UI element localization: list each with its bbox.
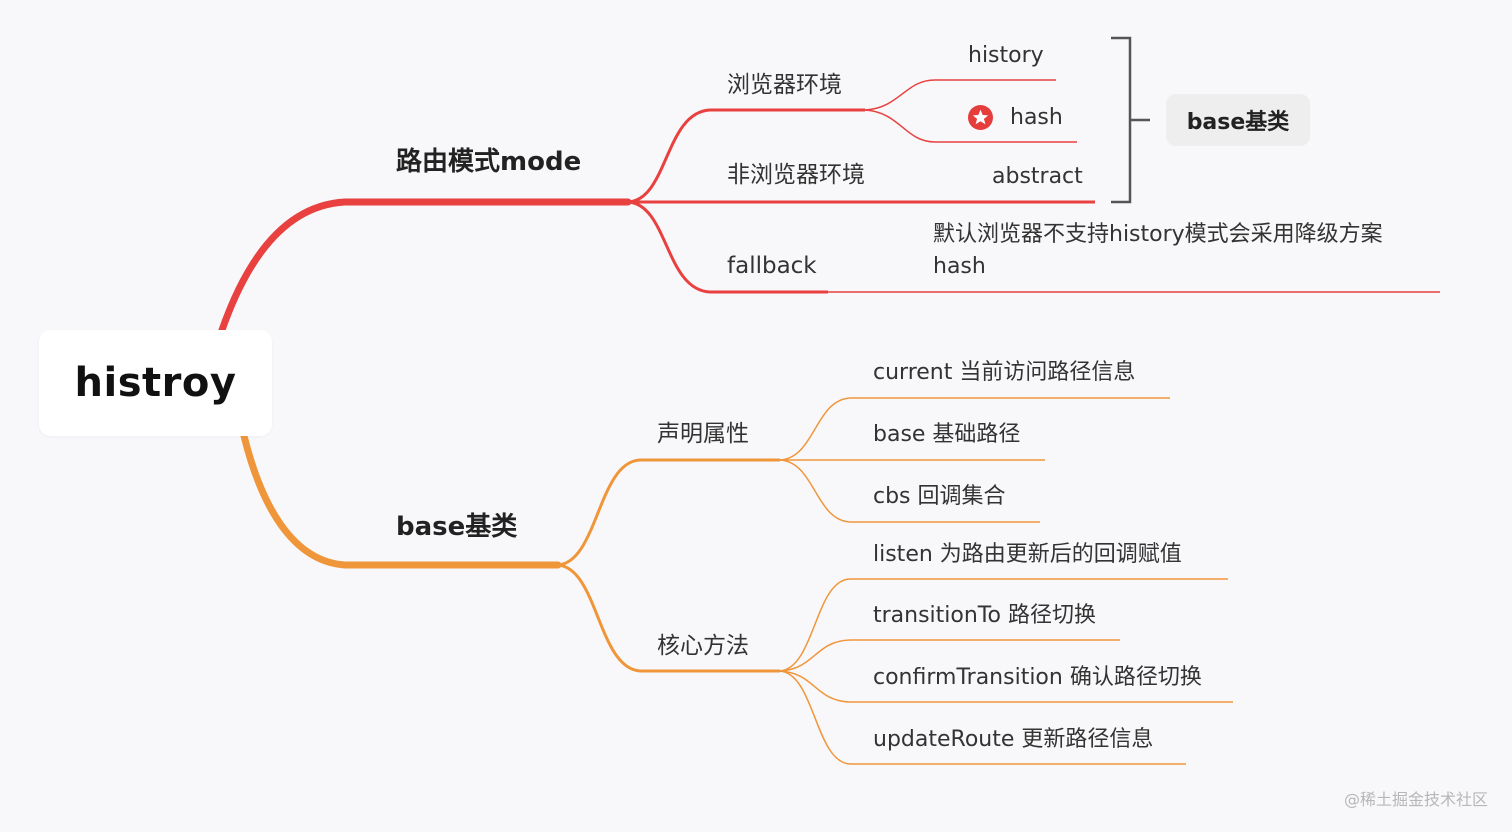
leaf-history[interactable]: history — [968, 43, 1044, 68]
node-browser-label[interactable]: 浏览器环境 — [727, 72, 842, 98]
leaf-updateroute[interactable]: updateRoute 更新路径信息 — [873, 727, 1154, 752]
fallback-note-line2[interactable]: hash — [933, 254, 986, 279]
node-fallback-label[interactable]: fallback — [727, 253, 817, 279]
connector-browser-hash — [864, 109, 1077, 143]
leaf-confirmtransition[interactable]: confirmTransition 确认路径切换 — [873, 665, 1202, 690]
group-tag-label: base基类 — [1186, 110, 1290, 135]
star-icon — [968, 105, 993, 130]
root-label: histroy — [74, 360, 237, 406]
connector-browser-history — [864, 79, 1056, 111]
leaf-hash[interactable]: hash — [1010, 105, 1063, 130]
leaf-current[interactable]: current 当前访问路径信息 — [873, 360, 1136, 385]
connector-root-base — [240, 432, 562, 569]
connector-props-cbs — [779, 459, 1040, 523]
node-props-label[interactable]: 声明属性 — [657, 421, 749, 447]
connector-mode-fallback — [627, 200, 828, 294]
connector-methods-update — [779, 670, 1186, 765]
connector-methods-transition — [779, 639, 1120, 672]
connector-mode-browser — [627, 108, 865, 204]
fallback-note-line1[interactable]: 默认浏览器不支持history模式会采用降级方案 — [933, 222, 1383, 247]
leaf-transitionto[interactable]: transitionTo 路径切换 — [873, 603, 1096, 628]
group-bracket — [1111, 36, 1132, 204]
watermark: @稀土掘金技术社区 — [1343, 790, 1488, 809]
connector-methods-listen — [779, 578, 1228, 672]
branch-mode-label[interactable]: 路由模式mode — [396, 147, 582, 177]
node-methods-label[interactable]: 核心方法 — [657, 633, 749, 659]
connector-methods-confirm — [779, 670, 1233, 703]
connector-base-methods — [557, 563, 780, 673]
root-node[interactable]: histroy — [39, 330, 272, 436]
group-tag[interactable]: base基类 — [1166, 94, 1310, 146]
leaf-cbs[interactable]: cbs 回调集合 — [873, 484, 1006, 509]
node-nonbrowser-label[interactable]: 非浏览器环境 — [727, 162, 865, 188]
leaf-abstract[interactable]: abstract — [992, 164, 1083, 189]
leaf-base[interactable]: base 基础路径 — [873, 422, 1021, 447]
connector-base-props — [557, 458, 780, 567]
connector-root-mode — [218, 198, 632, 334]
connector-props-current — [779, 397, 1170, 461]
leaf-listen[interactable]: listen 为路由更新后的回调赋值 — [873, 542, 1182, 567]
branch-base-label[interactable]: base基类 — [396, 512, 518, 542]
